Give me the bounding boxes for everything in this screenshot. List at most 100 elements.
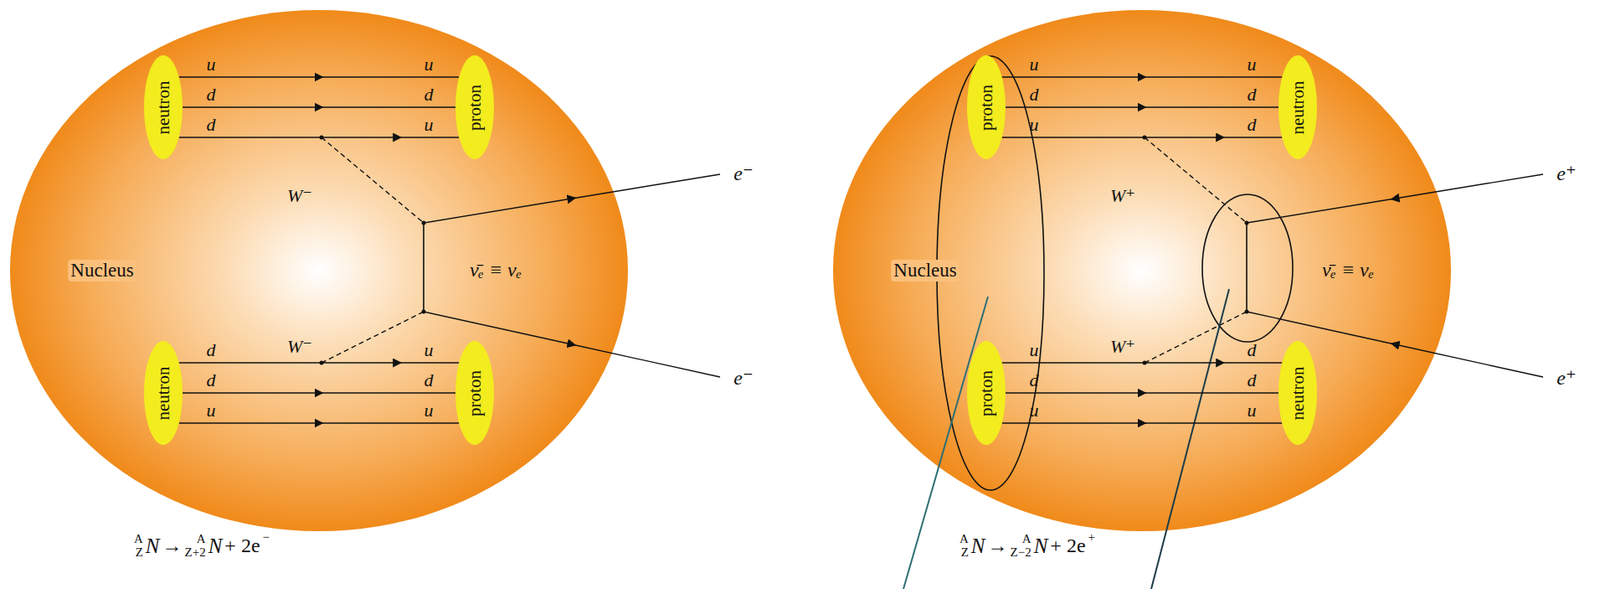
equation-part: + 2e	[1049, 534, 1086, 557]
quark-symbol: u	[424, 114, 434, 135]
equation-symbol: + 2e	[224, 534, 260, 557]
quark-symbol: d	[1247, 370, 1257, 391]
quark-line	[1002, 421, 1283, 423]
nucleon-name: proton	[976, 370, 998, 417]
quark-symbol: u	[424, 400, 434, 421]
nuclear-index: A	[196, 532, 206, 546]
equation-symbol: →	[987, 534, 1009, 557]
quark-symbol: d	[206, 84, 217, 105]
equation-symbol: N	[208, 534, 223, 558]
equation-part: +	[1088, 538, 1096, 553]
neutrino-symbol: ν̄ₑ ≡ νₑ	[1322, 258, 1374, 281]
quark-line	[1005, 106, 1279, 108]
equation-part: →	[162, 534, 183, 557]
quark-symbol: u	[1029, 114, 1040, 135]
quark-symbol: d	[206, 339, 217, 361]
quark-symbol: d	[1029, 84, 1040, 105]
nucleon-ellipse: proton	[455, 55, 494, 160]
nucleon-name: neutron	[1287, 80, 1309, 134]
equation-part: N	[145, 534, 160, 558]
lepton-symbol: e⁻	[733, 366, 753, 389]
nuclear-index: A	[133, 532, 144, 546]
nuclear-index: Z−2	[1010, 545, 1032, 560]
quark-symbol: d	[206, 114, 217, 135]
lepton-symbol: e⁺	[1556, 366, 1576, 389]
equation-part: −	[262, 538, 270, 553]
nuclear-index: Z	[135, 545, 144, 560]
nucleon-ellipse: neutron	[144, 55, 183, 160]
equation-symbol: −	[262, 529, 270, 545]
equation-part: →	[987, 534, 1009, 557]
nucleon-name: proton	[464, 370, 486, 417]
nucleon-ellipse: proton	[967, 340, 1006, 445]
quark-line	[182, 391, 456, 393]
nuclear-index: A	[1022, 532, 1032, 546]
equation-part: + 2e	[224, 534, 260, 557]
quark-symbol: u	[1029, 54, 1040, 75]
nucleon-ellipse: neutron	[1278, 340, 1318, 445]
nucleus-ellipse	[833, 10, 1451, 531]
equation-symbol: N	[1034, 534, 1049, 558]
nucleon-name: neutron	[153, 365, 175, 420]
neutrino-symbol: ν̄ₑ ≡ νₑ	[469, 258, 522, 281]
quark-symbol: u	[424, 54, 434, 75]
nucleus-ellipse	[10, 10, 628, 531]
quark-symbol: d	[424, 370, 434, 391]
quark-symbol: d	[1247, 339, 1257, 361]
nucleon-ellipse: neutron	[1278, 55, 1318, 160]
quark-line	[1005, 391, 1279, 393]
nucleon-ellipse: proton	[455, 340, 494, 445]
equation-part: N	[971, 534, 986, 558]
quark-symbol: d	[1247, 114, 1257, 135]
quark-line	[1002, 136, 1283, 138]
quark-symbol: d	[1247, 84, 1257, 105]
quark-symbol: d	[1029, 370, 1040, 391]
nucleon-ellipse: neutron	[144, 340, 183, 445]
equation-part: AZ+2	[185, 532, 206, 560]
nucleon-name: proton	[464, 84, 486, 131]
quark-symbol: u	[1247, 54, 1257, 75]
lepton-symbol: e⁻	[733, 162, 753, 185]
quark-symbol: u	[424, 339, 434, 361]
equation-symbol: →	[162, 534, 183, 557]
equation-part: N	[208, 534, 223, 558]
equation-part: N	[1034, 534, 1049, 558]
quark-line	[1002, 76, 1283, 78]
equation-symbol: N	[145, 534, 160, 558]
nucleon-ellipse: proton	[967, 55, 1006, 160]
boson-symbol: W⁺	[1110, 185, 1136, 206]
quark-symbol: u	[1029, 400, 1040, 421]
quark-line	[179, 76, 460, 78]
quark-symbol: u	[1029, 339, 1040, 361]
quark-line	[182, 106, 456, 108]
nucleus-region: Nucleus neutron proton neutron proton	[10, 10, 628, 531]
quark-line	[179, 136, 460, 138]
nuclear-index: Z	[961, 545, 969, 560]
quark-symbol: d	[424, 84, 434, 105]
nucleon-name: proton	[976, 84, 998, 131]
nucleus-label: Nucleus	[67, 259, 136, 282]
equation-part: AZ−2	[1010, 532, 1032, 560]
boson-symbol: W⁻	[287, 185, 313, 206]
equation-symbol: +	[1088, 529, 1096, 545]
quark-symbol: u	[1247, 400, 1257, 421]
quark-line	[179, 361, 460, 363]
quark-symbol: u	[206, 54, 217, 75]
quark-symbol: u	[206, 400, 217, 421]
equation-symbol: + 2e	[1049, 534, 1086, 557]
nucleon-name: neutron	[153, 80, 175, 134]
nucleus-label: Nucleus	[890, 259, 959, 282]
boson-symbol: W⁻	[287, 336, 313, 357]
quark-symbol: d	[206, 370, 217, 391]
quark-line	[179, 421, 460, 423]
nuclear-index: Z+2	[185, 545, 206, 560]
lepton-symbol: e⁺	[1556, 162, 1576, 185]
quark-line	[1002, 361, 1283, 363]
nuclear-index: A	[959, 532, 969, 546]
equation-part: AZ	[959, 532, 969, 560]
nucleon-name: neutron	[1287, 365, 1309, 420]
decay-equation: AZN→AZ−2N+ 2e+	[959, 532, 1096, 560]
equation-part: AZ	[133, 532, 144, 560]
